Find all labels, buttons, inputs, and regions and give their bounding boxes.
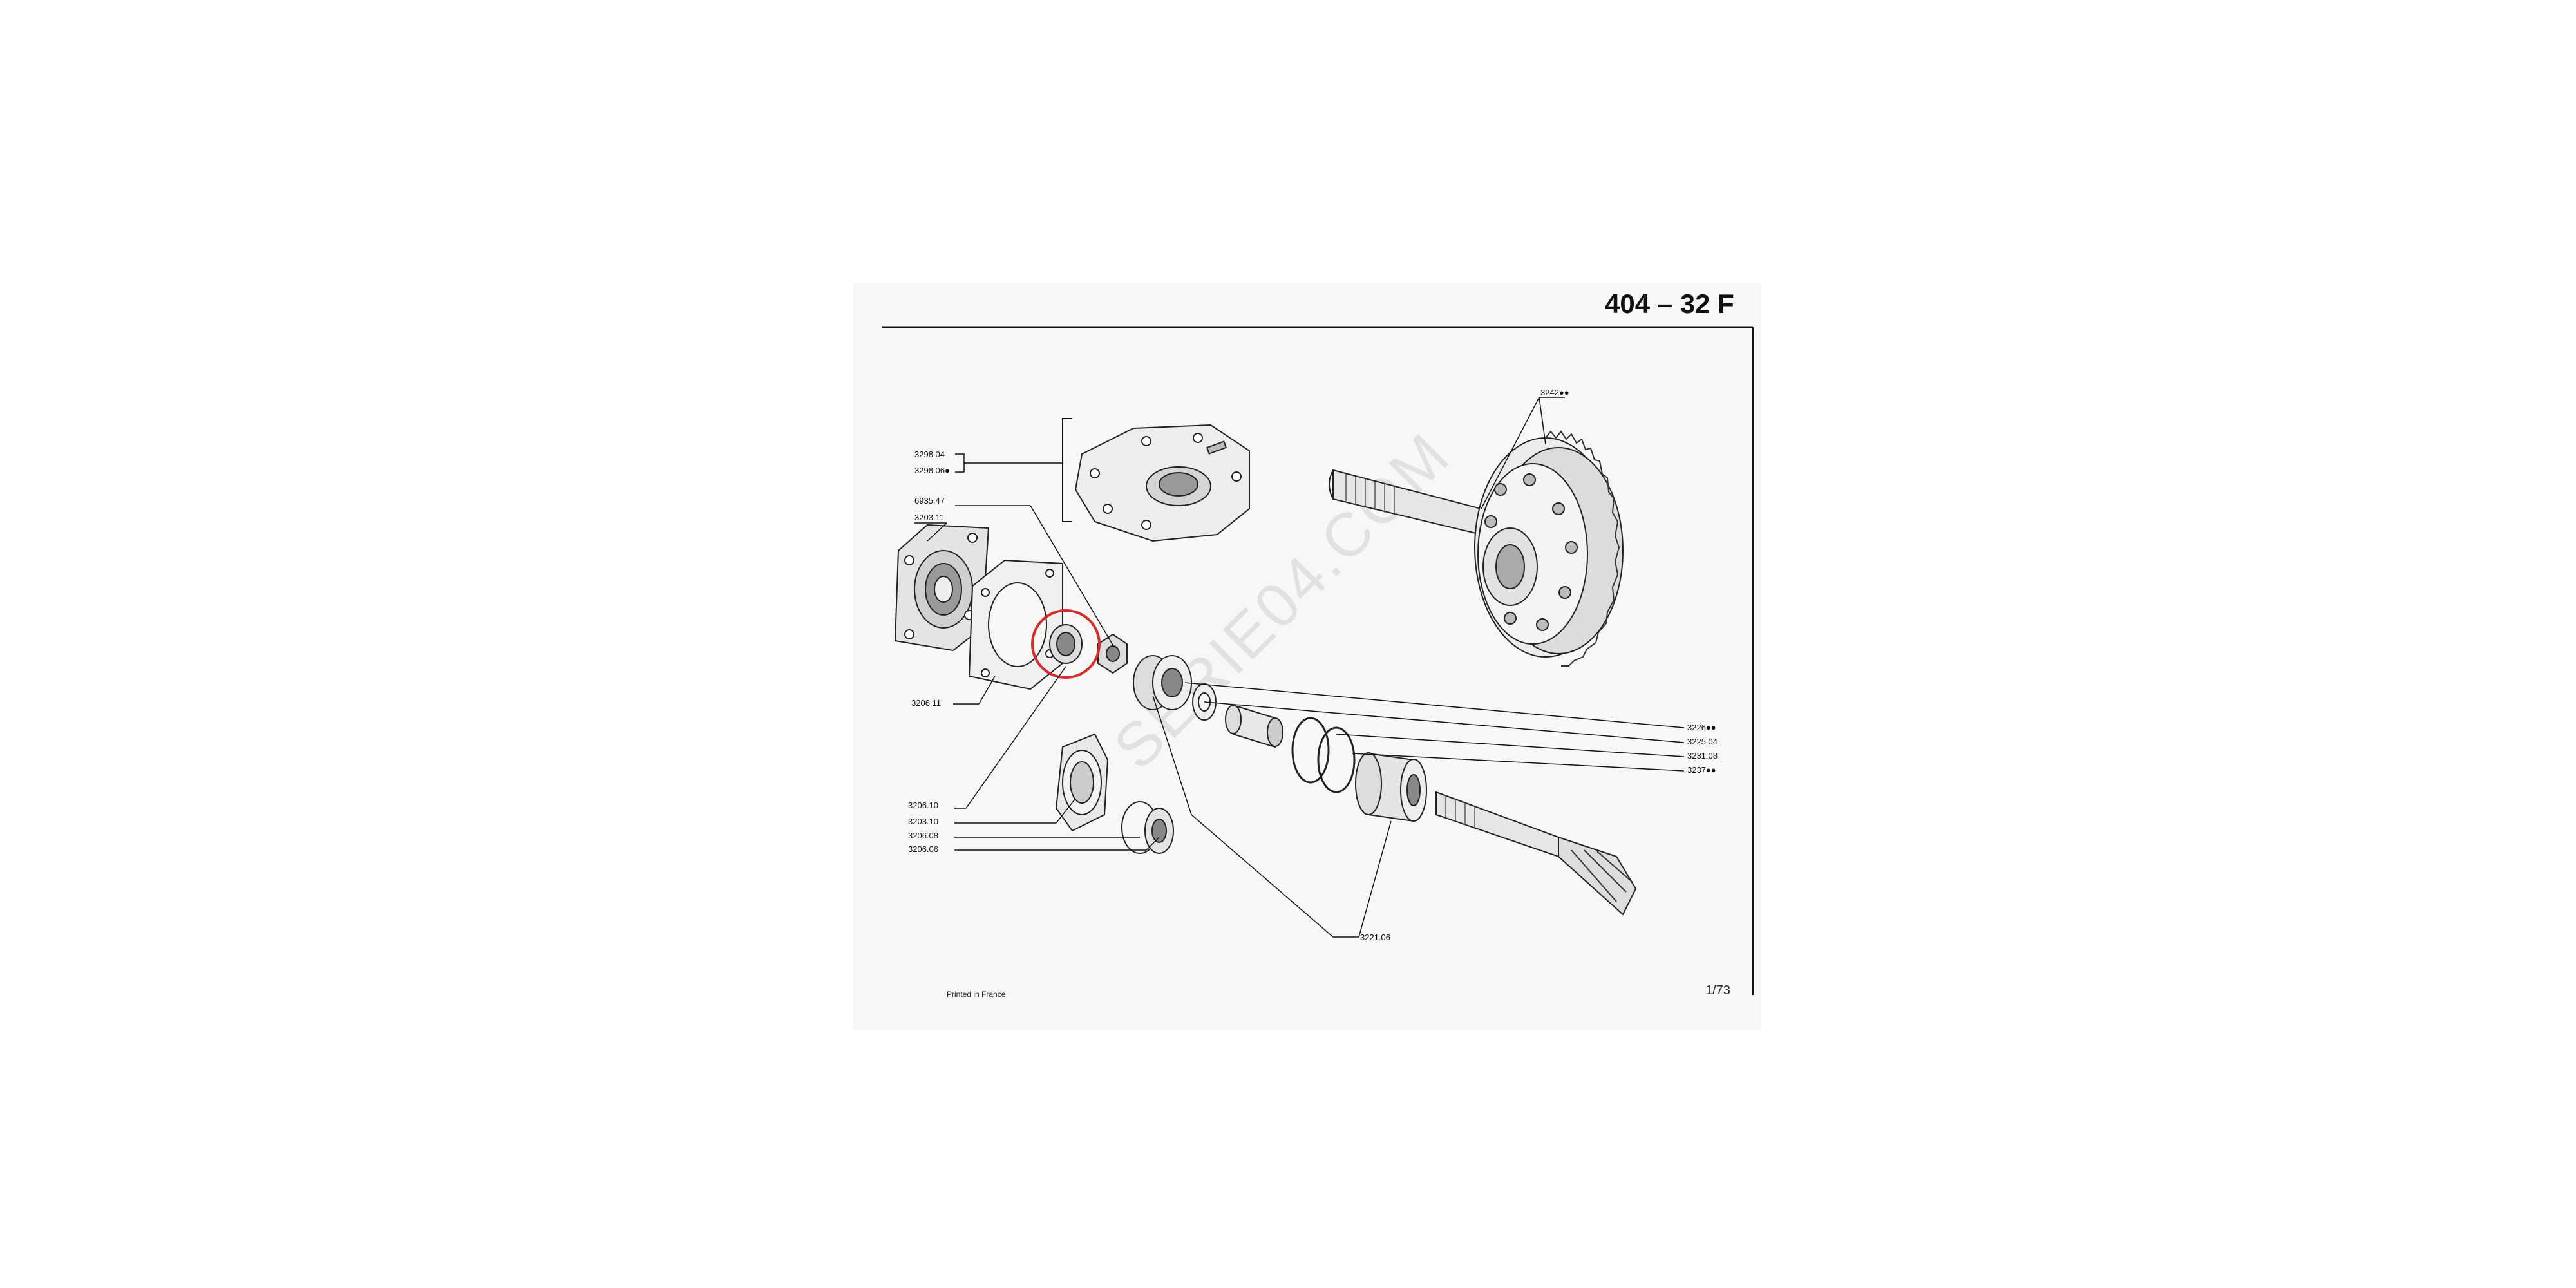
- label-3206-06: 3206.06: [908, 844, 938, 854]
- label-3298-06: 3298.06●: [914, 466, 950, 475]
- label-3237: 3237●●: [1687, 765, 1716, 775]
- label-3203-11: 3203.11: [914, 513, 944, 522]
- leader-lines: [914, 397, 1685, 938]
- shim-rings: [1291, 717, 1356, 793]
- label-3242: 3242●●: [1540, 388, 1569, 397]
- label-3206-11: 3206.11: [911, 698, 941, 708]
- label-3203-10: 3203.10: [908, 817, 938, 826]
- label-3225-04: 3225.04: [1687, 737, 1718, 746]
- bearing-cover-plate: [894, 524, 990, 652]
- housing-gasket: [1074, 424, 1250, 542]
- page-title: 404 – 32 F: [1605, 289, 1734, 319]
- crown-wheel-assembly: [1329, 430, 1624, 667]
- pinion-shaft: [1435, 791, 1637, 916]
- printed-note: Printed in France: [947, 990, 1006, 999]
- label-6935-47: 6935.47: [914, 496, 945, 506]
- front-bearing: [1133, 655, 1192, 710]
- highlight-circle: [1031, 609, 1101, 679]
- bearing-race: [1121, 801, 1174, 854]
- rear-bearing: [1355, 752, 1427, 822]
- label-3298-04: 3298.04: [914, 450, 945, 459]
- gasket-bracket: [1062, 418, 1072, 522]
- page-number: 1/73: [1705, 983, 1730, 998]
- pinion-nut: [1097, 633, 1128, 674]
- cover-gasket: [968, 559, 1063, 690]
- spacer-sleeve: [1225, 704, 1283, 748]
- label-3231-08: 3231.08: [1687, 751, 1718, 761]
- label-3206-10: 3206.10: [908, 800, 938, 810]
- label-3206-08: 3206.08: [908, 831, 938, 840]
- label-3226: 3226●●: [1687, 723, 1716, 732]
- label-3221-06: 3221.06: [1360, 933, 1390, 942]
- bearing-cup: [1055, 733, 1109, 832]
- oil-seal: [1049, 624, 1083, 664]
